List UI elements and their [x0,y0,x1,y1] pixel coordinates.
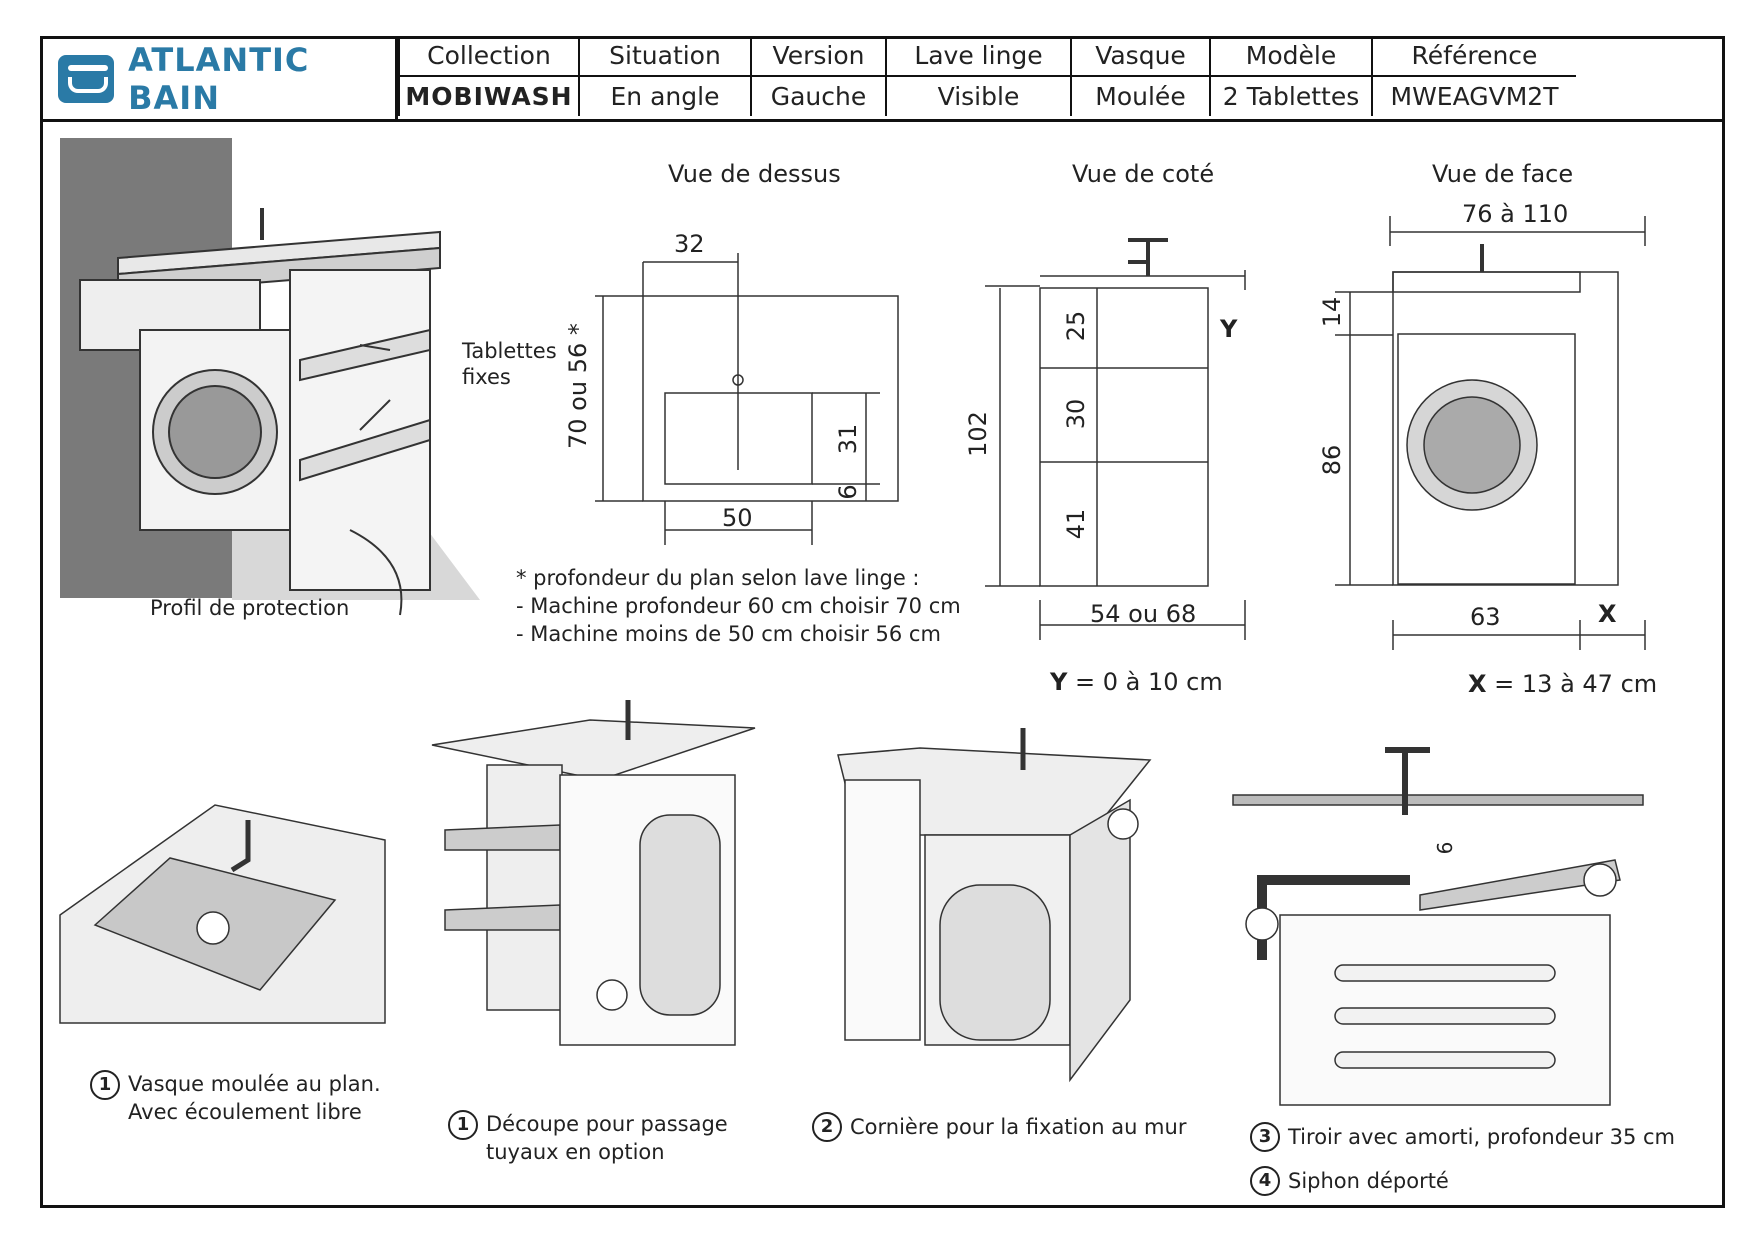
side-view-drawing [985,238,1246,640]
detail-caption-3: 2 Cornière pour la fixation au mur [812,1112,1186,1142]
detail-caption-text: Tiroir avec amorti, profondeur 35 cm [1288,1125,1676,1149]
washbasin-logo-icon [58,55,115,103]
detail-caption-text: Vasque moulée au plan. Avec écoulement l… [128,1072,381,1124]
depth-note: * profondeur du plan selon lave linge : … [516,564,961,648]
spec-header: Modèle [1209,36,1373,77]
spec-header: Collection [398,36,580,77]
header: ATLANTIC BAIN Collection Situation Versi… [40,36,1725,122]
callout-badge: 1 [90,1070,120,1100]
top-view-title: Vue de dessus [668,160,841,188]
detail-caption-text: Découpe pour passage tuyaux en option [486,1112,728,1164]
side-view-dim-c: 41 [1062,508,1090,540]
depth-note-line: * profondeur du plan selon lave linge : [516,566,920,590]
detail-cabinet-drawing [431,700,756,1046]
y-formula-text: = 0 à 10 cm [1075,668,1223,696]
brand-logo: ATLANTIC BAIN [40,36,398,122]
top-view-drawing [595,253,899,545]
x-formula: X = 13 à 47 cm [1468,670,1657,698]
front-view-drawing [1335,216,1646,650]
y-formula-key: Y [1050,668,1068,696]
detail-caption-1: 1 Vasque moulée au plan. Avec écoulement… [90,1070,381,1126]
detail-section-drawing [1232,747,1644,1106]
section-dim: 6 [1433,841,1457,855]
detail-caption-4: 3 Tiroir avec amorti, profondeur 35 cm [1250,1122,1675,1152]
depth-note-line: - Machine moins de 50 cm choisir 56 cm [516,622,941,646]
side-view-title: Vue de coté [1072,160,1215,188]
front-view-dim-bottom: 63 [1470,603,1501,631]
depth-note-line: - Machine profondeur 60 cm choisir 70 cm [516,594,961,618]
spec-value: Moulée [1070,75,1211,116]
x-formula-text: = 13 à 47 cm [1494,670,1658,698]
spec-value: MOBIWASH [398,75,580,116]
top-view-dim-right-a: 31 [834,423,862,455]
spec-header: Lave linge [885,36,1072,77]
side-view-dim-b: 30 [1062,398,1090,430]
brand-name: ATLANTIC BAIN [128,41,310,117]
detail-caption-text: Siphon déporté [1288,1169,1449,1193]
x-formula-key: X [1468,670,1487,698]
callout-badge: 1 [448,1110,478,1140]
side-view-dim-bottom: 54 ou 68 [1090,600,1197,628]
top-view-dim-bottom: 50 [722,504,753,532]
top-view-dim-top: 32 [674,230,705,258]
front-view-dim-x: X [1598,600,1617,628]
spec-table: Collection Situation Version Lave linge … [398,36,1576,116]
side-view-dim-a: 25 [1062,310,1090,342]
detail-basin-drawing [59,804,386,1024]
top-view-dim-left: 70 ou 56 * [564,323,592,449]
spec-header: Référence [1371,36,1576,77]
detail-caption-5: 4 Siphon déporté [1250,1166,1449,1196]
front-view-dim-b: 86 [1318,444,1346,476]
perspective-illustration [60,138,480,616]
spec-value: En angle [578,75,752,116]
spec-value: MWEAGVM2T [1371,75,1576,116]
spec-header: Version [750,36,887,77]
front-view-dim-top: 76 à 110 [1462,200,1569,228]
tablettes-label: Tablettes fixes [462,339,557,389]
callout-badge: 2 [812,1112,842,1142]
profil-label: Profil de protection [150,596,350,620]
detail-caption-2: 1 Découpe pour passage tuyaux en option [448,1110,728,1166]
spec-value: Visible [885,75,1072,116]
callout-badge: 4 [1250,1166,1280,1196]
front-view-title: Vue de face [1432,160,1574,188]
spec-header: Vasque [1070,36,1211,77]
front-view-dim-a: 14 [1318,296,1346,328]
callout-badge: 3 [1250,1122,1280,1152]
top-view-dim-right-b: 6 [834,484,862,500]
detail-bracket-drawing [837,728,1152,1083]
y-formula: Y = 0 à 10 cm [1050,668,1223,696]
spec-header: Situation [578,36,752,77]
spec-value: 2 Tablettes [1209,75,1373,116]
spec-value: Gauche [750,75,887,116]
detail-caption-text: Cornière pour la fixation au mur [850,1115,1187,1139]
side-view-dim-y: Y [1220,315,1238,343]
side-view-dim-total: 102 [964,411,992,457]
